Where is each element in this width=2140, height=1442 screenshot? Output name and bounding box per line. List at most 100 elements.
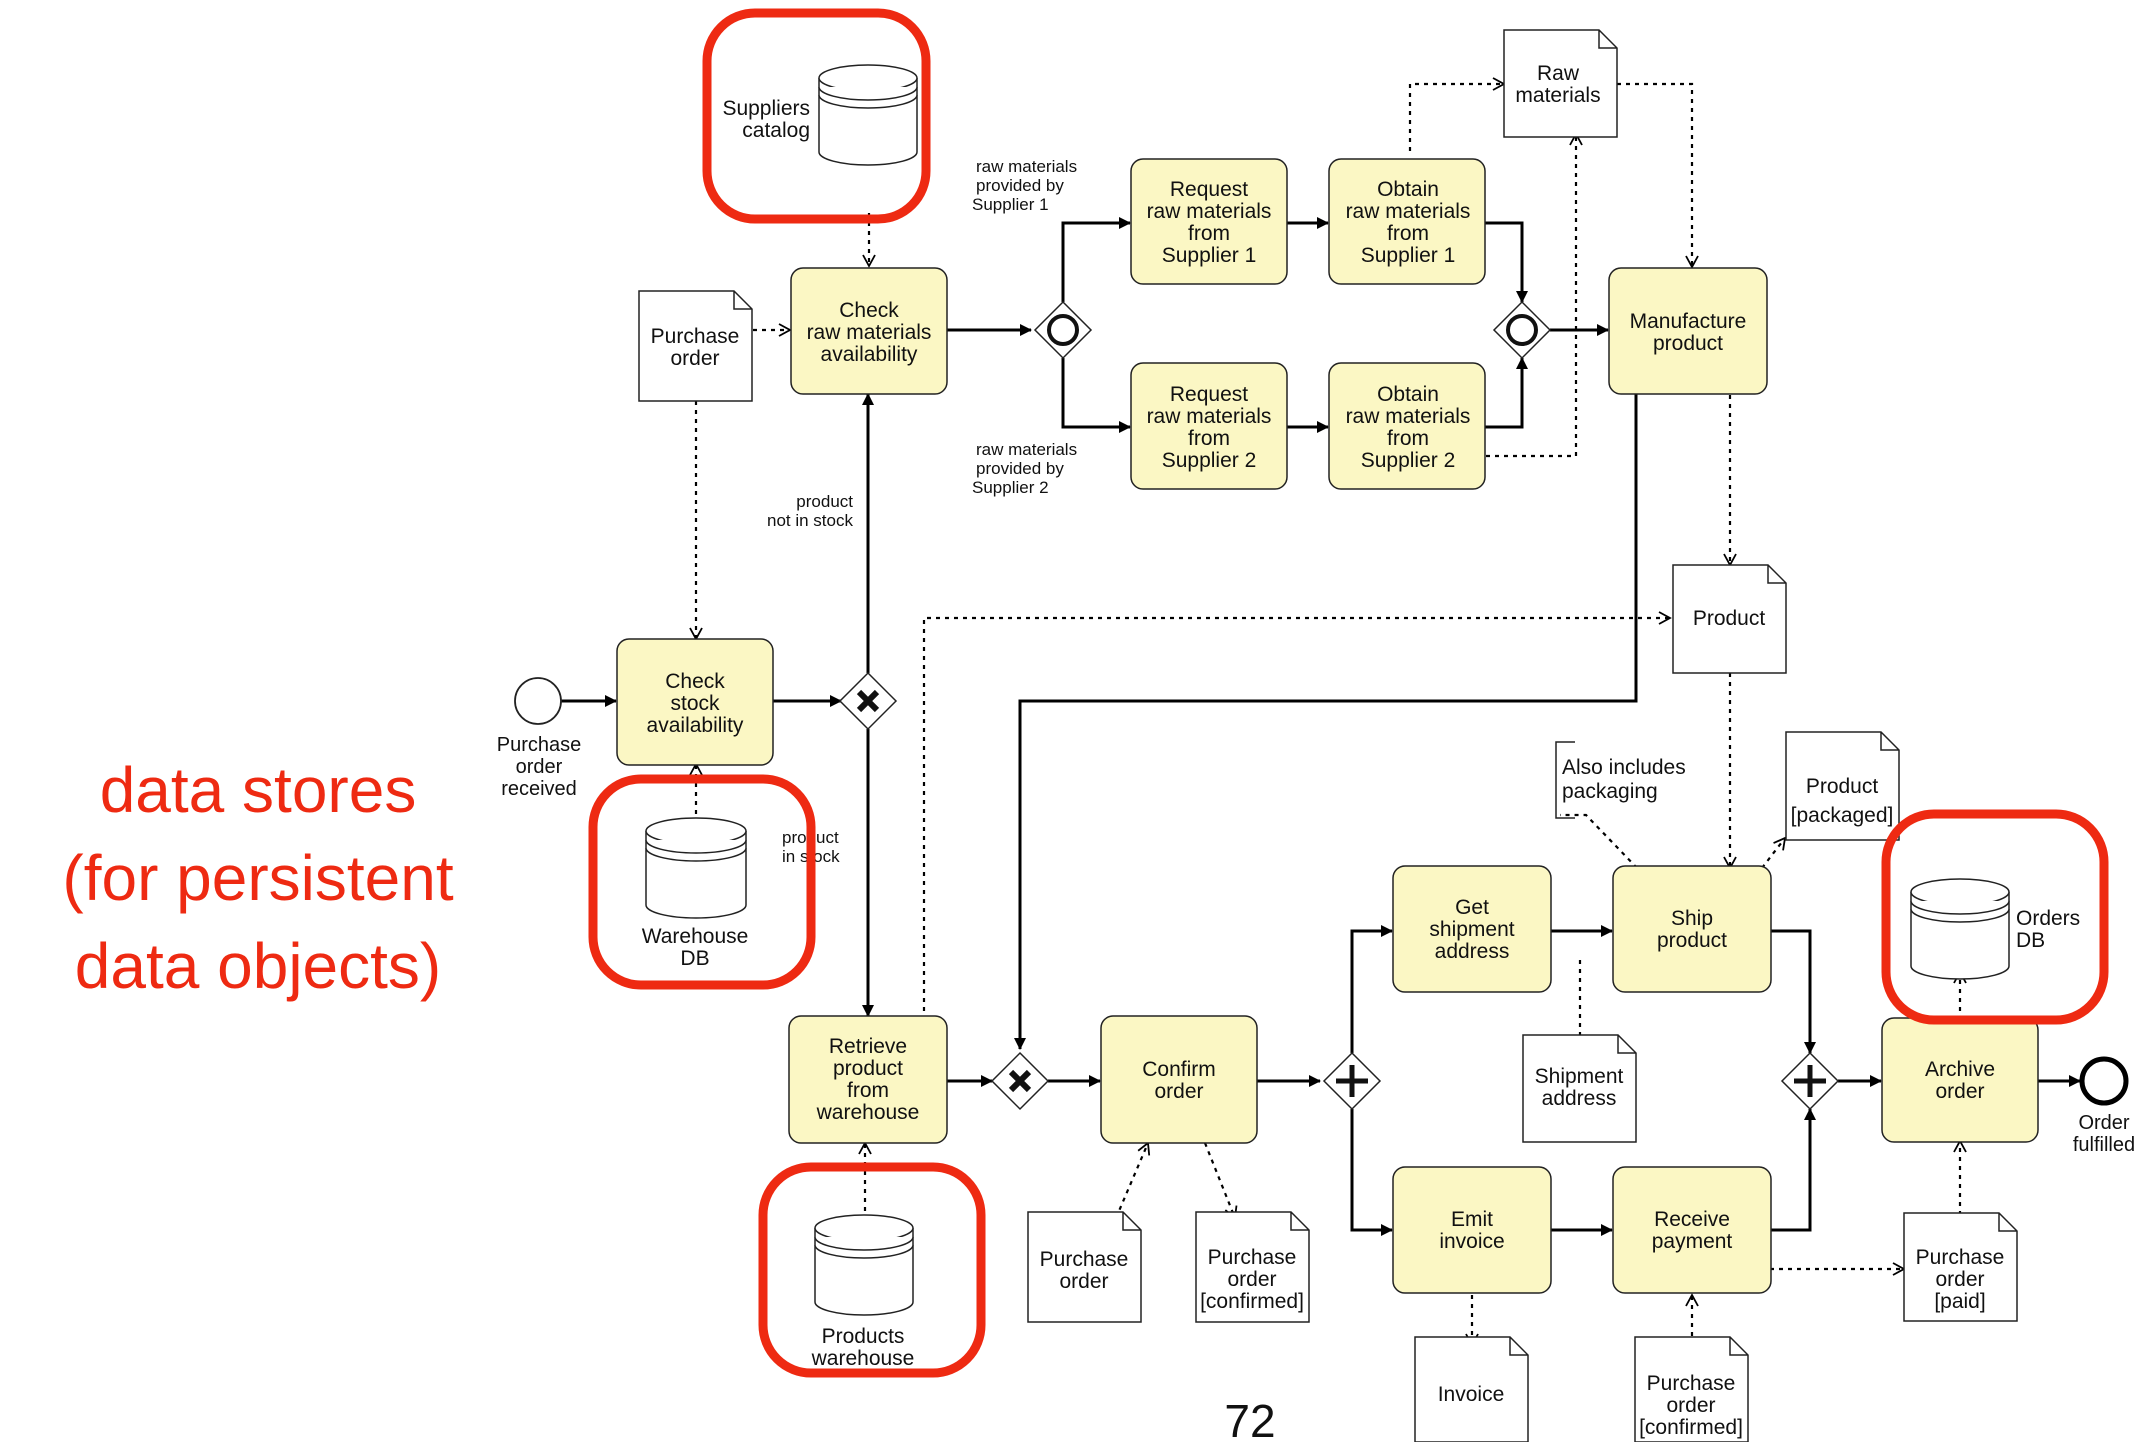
task-label-line: Supplier 1 [1162,244,1257,267]
caption-line-1: data stores [100,754,417,826]
task-label-line: payment [1652,1230,1733,1253]
task-label-line: raw materials [1147,405,1272,428]
exclusive-merge-gateway [990,1051,1050,1111]
task-label-line: Confirm [1142,1058,1216,1081]
highlight-warehouse-db [588,774,816,990]
task-label-line: from [1387,427,1429,450]
store-label-line: catalog [742,119,810,142]
store-label-line: warehouse [811,1347,915,1370]
store-label-line: Orders [2016,907,2080,930]
end-event-label-2: fulfilled [2073,1134,2135,1156]
page-number: 72 [1224,1395,1275,1442]
store-label-line: DB [2016,929,2045,952]
doc-label-line: [confirmed] [1200,1290,1304,1313]
task-label-line: raw materials [807,321,932,344]
caption-line-3: data objects) [75,930,441,1002]
task-label-line: availability [821,343,918,366]
doc-label-line: materials [1515,84,1600,107]
task-label-line: Supplier 2 [1361,449,1456,472]
flow-label-line: product [796,492,853,511]
flow-label-line: Supplier 1 [972,195,1049,214]
doc-label-line: Purchase [1647,1372,1736,1395]
start-event-label-1: Purchase [497,734,582,756]
task-label-line: Supplier 2 [1162,449,1257,472]
caption: data stores (for persistent data objects) [62,754,453,1002]
flow-label-line: provided by [976,176,1064,195]
caption-line-2: (for persistent [62,842,453,914]
task-label-line: product [1653,332,1723,355]
parallel-join-gateway [1780,1051,1840,1111]
doc-label-line: [paid] [1934,1290,1985,1313]
store-label-line: DB [680,947,709,970]
doc-label-line: order [1059,1270,1108,1293]
task-label-line: Ship [1671,907,1713,930]
inclusive-split-gateway [1033,300,1093,360]
flow-label-line: raw materials [976,157,1077,176]
task-label-line: Get [1455,896,1489,919]
task-label-line: Check [839,299,899,322]
svg-text:Product[packaged]: Product[packaged] [1791,775,1894,827]
annotation-line: Also includes [1562,756,1686,779]
end-event-label-1: Order [2078,1112,2129,1134]
highlight-orders-db [1881,809,2109,1025]
doc-label-line: Invoice [1438,1383,1505,1406]
task-label-line: order [1935,1080,1984,1103]
task-label-line: from [1188,222,1230,245]
doc-label-line: order [670,347,719,370]
exclusive-gateway-stock [838,671,898,731]
doc-label-line: [confirmed] [1639,1416,1743,1439]
doc-label-line: order [1227,1268,1276,1291]
svg-text:Invoice: Invoice [1438,1383,1505,1406]
task-label-line: from [1188,427,1230,450]
doc-label-line: Purchase [651,325,740,348]
task-label-line: from [847,1079,889,1102]
store-label-line: Suppliers [722,97,810,120]
task-label-line: order [1154,1080,1203,1103]
task-label-line: stock [670,692,720,715]
task-label-line: Supplier 1 [1361,244,1456,267]
doc-label-line: address [1542,1087,1617,1110]
doc-label-line: Purchase [1916,1246,2005,1269]
